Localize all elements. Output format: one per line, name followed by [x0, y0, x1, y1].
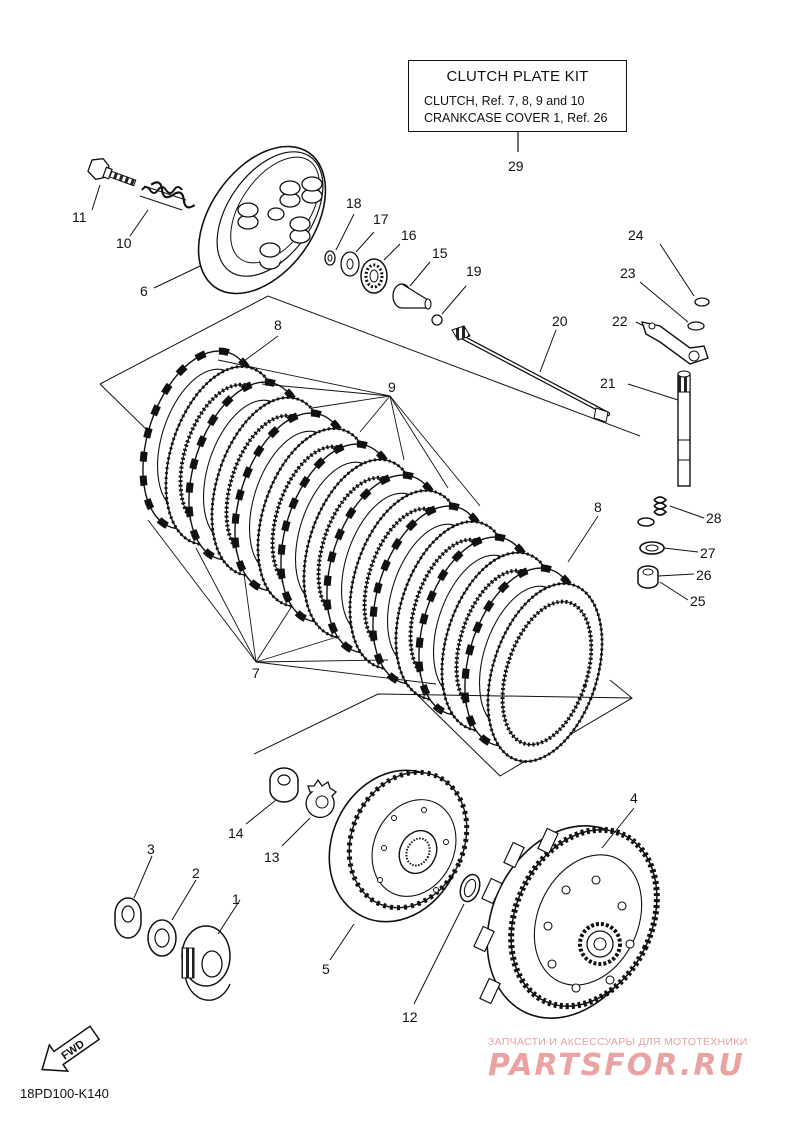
- thrust-washer-part: [459, 873, 481, 903]
- callout-1: 1: [232, 891, 240, 907]
- spring-part: [139, 181, 196, 211]
- callout-19: 19: [466, 263, 482, 279]
- clutch-boss-part: [328, 769, 470, 923]
- clutch-plate-kit-box: CLUTCH PLATE KIT CLUTCH, Ref. 7, 8, 9 an…: [408, 60, 627, 132]
- callout-22: 22: [612, 313, 628, 329]
- pressure-plate-part: [197, 145, 327, 295]
- kit-line-2: CRANKCASE COVER 1, Ref. 26: [424, 111, 608, 125]
- callout-27: 27: [700, 545, 716, 561]
- spring-small-part: [653, 496, 668, 516]
- callout-20: 20: [552, 313, 568, 329]
- kit-line-1: CLUTCH, Ref. 7, 8, 9 and 10: [424, 94, 585, 108]
- callout-14: 14: [228, 825, 244, 841]
- callout-labels: 1 2 3 4 5 6 7 8 8 9 10 11 12 13 14 15 16…: [72, 158, 722, 1025]
- long-push-rod-part: [451, 325, 611, 423]
- callout-8-top: 8: [274, 317, 282, 333]
- lock-washer-part: [305, 778, 338, 819]
- needle-bearing-part: [637, 565, 659, 589]
- callout-9: 9: [388, 379, 396, 395]
- callout-3: 3: [147, 841, 155, 857]
- callout-13: 13: [264, 849, 280, 865]
- clutch-lever-part: [640, 321, 709, 365]
- callout-16: 16: [401, 227, 417, 243]
- callout-5: 5: [322, 961, 330, 977]
- callout-12: 12: [402, 1009, 418, 1025]
- circlip-part: [637, 517, 655, 527]
- nut-part: [114, 897, 142, 939]
- callout-4: 4: [630, 790, 638, 806]
- callout-25: 25: [690, 593, 706, 609]
- callout-2: 2: [192, 865, 200, 881]
- clutch-plate: [486, 582, 604, 763]
- callout-26: 26: [696, 567, 712, 583]
- kit-title: CLUTCH PLATE KIT: [446, 68, 589, 85]
- callout-6: 6: [140, 283, 148, 299]
- collar-part: [269, 767, 299, 803]
- fwd-arrow-icon: FWD: [41, 1025, 101, 1072]
- plate-leader-lines: [147, 335, 599, 685]
- clutch-housing-part: [473, 825, 660, 1019]
- callout-8-right: 8: [594, 499, 602, 515]
- primary-drive-gear-part: [181, 925, 231, 1001]
- watermark-logo: PARTSFOR.RU: [488, 1048, 745, 1083]
- callout-7: 7: [252, 665, 260, 681]
- callout-29: 29: [508, 158, 524, 174]
- ball-part: [431, 314, 443, 326]
- washer-part-23: [687, 321, 705, 331]
- watermark: ЗАПЧАСТИ И АКСЕССУАРЫ ДЛЯ МОТОТЕХНИКИ PA…: [488, 1036, 788, 1083]
- callout-28: 28: [706, 510, 722, 526]
- diagram-code: 18PD100-K140: [20, 1086, 109, 1101]
- watermark-tagline: ЗАПЧАСТИ И АКСЕССУАРЫ ДЛЯ МОТОТЕХНИКИ: [488, 1036, 748, 1048]
- callout-15: 15: [432, 245, 448, 261]
- push-lever-shaft-part: [677, 370, 691, 487]
- callout-23: 23: [620, 265, 636, 281]
- bolt-part: [87, 157, 137, 187]
- bearing-part: [360, 258, 388, 294]
- push-rod-part: [392, 283, 432, 310]
- seal-part: [639, 541, 665, 555]
- washer-part: [340, 251, 360, 277]
- callout-18: 18: [346, 195, 362, 211]
- washer-large-part: [147, 919, 177, 957]
- callout-24: 24: [628, 227, 644, 243]
- callout-17: 17: [373, 211, 389, 227]
- callout-11: 11: [72, 209, 87, 225]
- washer-part-24: [694, 297, 710, 307]
- clutch-plate-stack: [139, 347, 604, 763]
- callout-21: 21: [600, 375, 616, 391]
- washer-small-part: [324, 250, 336, 266]
- callout-10: 10: [116, 235, 132, 251]
